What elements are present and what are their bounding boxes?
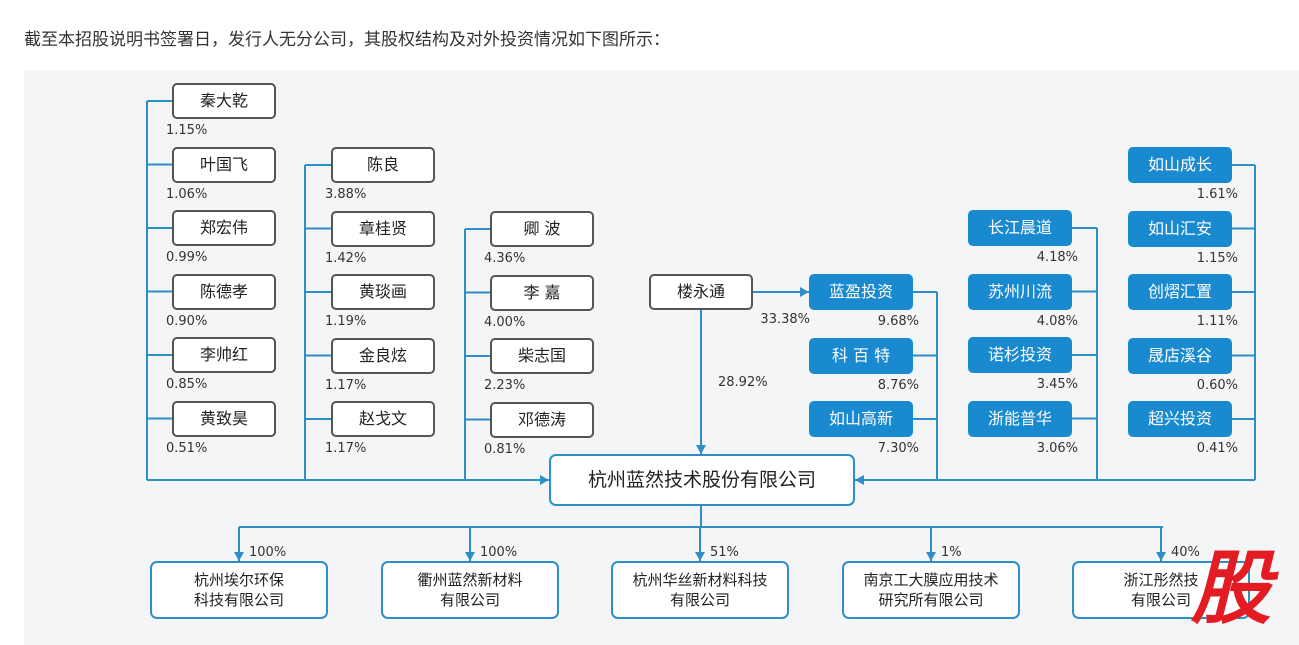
investor-col4-0: 蓝盈投资: [809, 274, 913, 310]
shareholder-col2-3: 金良炫: [331, 337, 435, 374]
subsidiary-pct-4: 40%: [1171, 545, 1200, 560]
investor-pct-col5-0: 4.18%: [1036, 250, 1078, 265]
arrow-into-company-right: [855, 475, 864, 485]
investor-col5-3: 浙能普华: [968, 400, 1072, 437]
investor-col5-0: 长江晨道: [968, 210, 1072, 246]
controller-direct-pct: 28.92%: [718, 375, 768, 390]
subsidiary-name-line1: 杭州埃尔环保: [193, 571, 284, 589]
investor-pct-col5-2: 3.45%: [1036, 377, 1078, 392]
shareholder-pct-col1-2: 0.99%: [166, 250, 208, 265]
subsidiary-name-line2: 有限公司: [669, 591, 730, 609]
shareholder-col1-2: 郑宏伟: [172, 210, 276, 246]
arrow-into-company-left: [540, 475, 549, 485]
subsidiary-node-3: 南京工大膜应用技术研究所有限公司: [842, 561, 1020, 619]
subsidiary-pct-0: 100%: [249, 545, 287, 560]
shareholder-col1-4: 李帅红: [172, 337, 276, 373]
subsidiary-node-0: 杭州埃尔环保科技有限公司: [150, 561, 328, 619]
investor-pct-col5-3: 3.06%: [1036, 440, 1078, 456]
arrow-to-subsidiary: [695, 552, 705, 561]
shareholder-pct-col3-1: 4.00%: [484, 314, 526, 330]
subsidiary-pct-3: 1%: [941, 545, 962, 560]
investor-pct-col6-1: 1.15%: [1196, 250, 1238, 266]
investor-pct-col6-4: 0.41%: [1196, 441, 1238, 456]
shareholder-col2-1: 章桂贤: [331, 210, 435, 247]
investor-col6-1: 如山汇安: [1128, 210, 1232, 247]
subsidiary-pct-2: 51%: [710, 545, 739, 560]
investor-col6-4: 超兴投资: [1128, 401, 1232, 437]
investor-pct-col6-3: 0.60%: [1196, 377, 1238, 393]
subsidiary-name-line1: 浙江彤然技: [1123, 571, 1199, 589]
shareholder-col3-1: 李 嘉: [490, 274, 594, 311]
shareholder-pct-col3-2: 2.23%: [484, 378, 526, 393]
subsidiary-name-line1: 衢州蓝然新材料: [417, 571, 523, 589]
shareholder-pct-col2-0: 3.88%: [325, 187, 367, 202]
subsidiary-node-1: 衢州蓝然新材料有限公司: [381, 561, 559, 619]
shareholder-pct-col1-1: 1.06%: [166, 186, 208, 202]
investor-col4-2: 如山高新: [809, 401, 913, 437]
shareholder-col1-5: 黄致昊: [172, 400, 276, 437]
subsidiary-pct-1: 100%: [480, 545, 518, 560]
arrow-to-subsidiary: [465, 552, 475, 561]
subsidiary-name-line2: 研究所有限公司: [878, 591, 984, 609]
subsidiary-name-line2: 科技有限公司: [193, 591, 284, 609]
investor-pct-col4-1: 8.76%: [877, 377, 919, 393]
shareholder-pct-col3-0: 4.36%: [484, 251, 526, 266]
investor-col6-3: 晟店溪谷: [1128, 337, 1232, 374]
shareholder-pct-col2-2: 1.19%: [325, 314, 367, 329]
arrow-to-subsidiary: [926, 552, 936, 561]
investor-col5-2: 诺杉投资: [968, 337, 1072, 373]
shareholder-col3-3: 邓德涛: [490, 401, 594, 438]
subsidiary-node-4: 浙江彤然技有限公司: [1072, 561, 1250, 619]
shareholder-col1-0: 秦大乾: [172, 83, 276, 119]
shareholder-pct-col2-1: 1.42%: [325, 250, 367, 266]
investor-col4-1: 科 百 特: [809, 337, 913, 374]
shareholder-col2-0: 陈良: [331, 147, 435, 183]
shareholder-pct-col1-4: 0.85%: [166, 377, 208, 392]
company-node: 杭州蓝然技术股份有限公司: [549, 454, 855, 506]
subsidiary-name-line2: 有限公司: [439, 591, 500, 609]
shareholder-col2-4: 赵戈文: [331, 401, 435, 437]
investor-pct-col4-2: 7.30%: [877, 441, 919, 456]
investor-pct-col6-2: 1.11%: [1196, 314, 1238, 329]
shareholder-pct-col2-3: 1.17%: [325, 377, 367, 393]
controller-via-pct: 33.38%: [760, 312, 810, 327]
shareholder-col3-0: 卿 波: [490, 211, 594, 247]
intro-text: 截至本招股说明书签署日，发行人无分公司，其股权结构及对外投资情况如下图所示：: [24, 30, 670, 50]
shareholder-pct-col2-4: 1.17%: [325, 441, 367, 456]
shareholder-col2-2: 黄琰画: [331, 274, 435, 310]
arrow-to-subsidiary: [234, 552, 244, 561]
controller-node: 楼永通: [649, 274, 753, 310]
investor-col6-2: 创熠汇置: [1128, 274, 1232, 310]
shareholder-pct-col1-5: 0.51%: [166, 440, 208, 456]
investor-col6-0: 如山成长: [1128, 147, 1232, 183]
arrow-controller-to-company: [696, 445, 706, 454]
investor-pct-col6-0: 1.61%: [1196, 187, 1238, 202]
shareholder-pct-col3-3: 0.81%: [484, 441, 526, 457]
shareholder-pct-col1-3: 0.90%: [166, 313, 208, 329]
subsidiary-name-line1: 南京工大膜应用技术: [863, 571, 999, 589]
subsidiary-node-2: 杭州华丝新材料科技有限公司: [611, 561, 789, 619]
investor-col5-1: 苏州川流: [968, 273, 1072, 310]
arrow-to-subsidiary: [1156, 552, 1166, 561]
watermark-logo: 股: [1191, 542, 1271, 635]
investor-pct-col4-0: 9.68%: [877, 314, 919, 329]
shareholder-pct-col1-0: 1.15%: [166, 123, 208, 138]
arrow-controller-to-lanying: [800, 287, 809, 297]
subsidiary-name-line1: 杭州华丝新材料科技: [632, 571, 768, 589]
shareholder-col3-2: 柴志国: [490, 338, 594, 374]
investor-pct-col5-1: 4.08%: [1036, 313, 1078, 329]
shareholder-col1-1: 叶国飞: [172, 146, 276, 183]
shareholder-col1-3: 陈德孝: [172, 273, 276, 310]
subsidiary-name-line2: 有限公司: [1130, 591, 1191, 609]
